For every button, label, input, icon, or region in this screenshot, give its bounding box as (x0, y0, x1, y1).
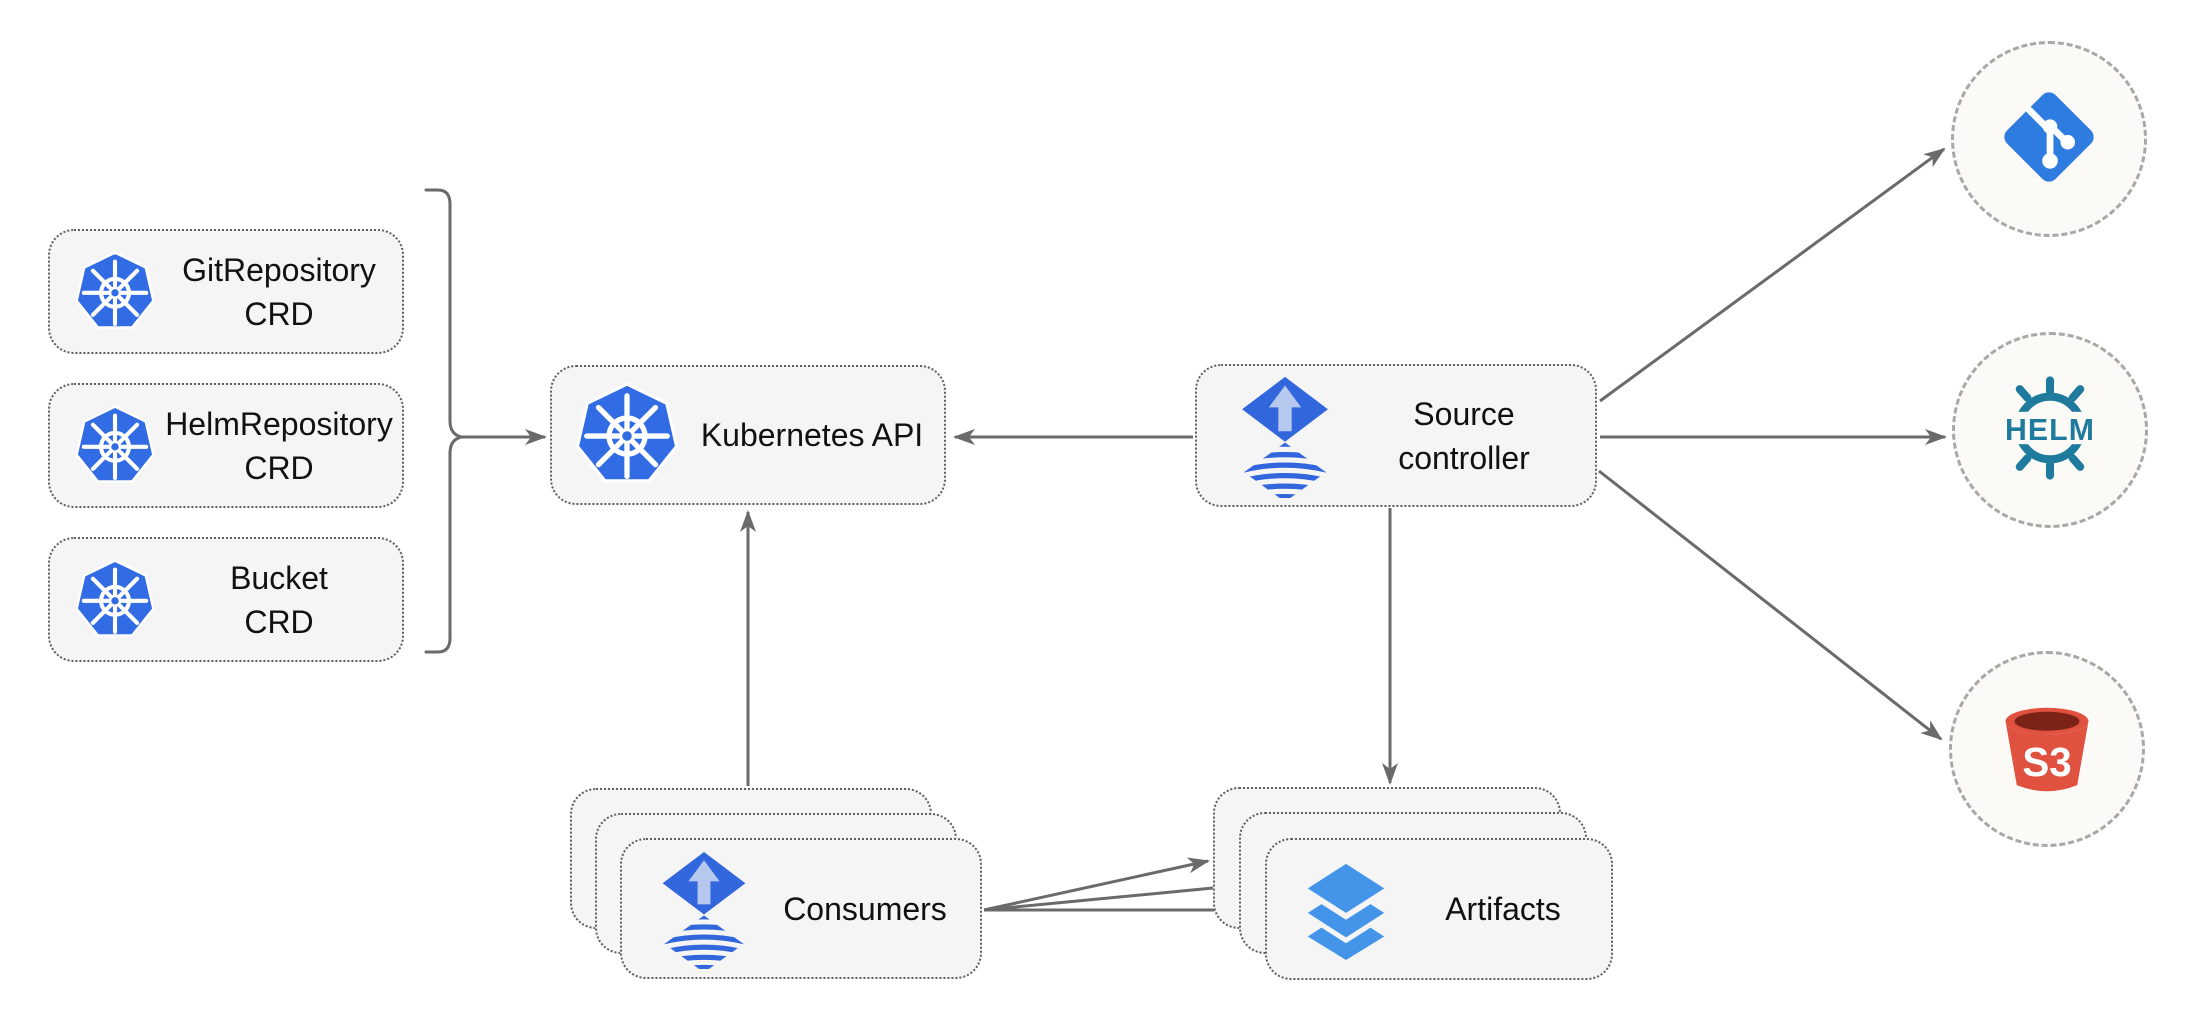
endpoint-s3: S3 (1949, 651, 2145, 847)
node-label: HelmRepository CRD (156, 402, 402, 490)
node-helmrepository-crd: HelmRepository CRD (48, 383, 404, 508)
node-label: Consumers (783, 890, 947, 927)
node-label-line2: CRD (244, 449, 314, 486)
edge-consumers-to-artifacts-back (983, 857, 1210, 912)
kubernetes-icon (74, 558, 156, 641)
kubernetes-icon (74, 250, 156, 333)
node-label-line1: Bucket (230, 559, 328, 596)
flux-icon (658, 849, 750, 969)
layers-icon (1297, 858, 1395, 960)
node-artifacts: Artifacts (1265, 838, 1613, 980)
node-source-controller: Source controller (1195, 364, 1597, 507)
node-label-line2: CRD (244, 295, 314, 332)
git-icon (1997, 85, 2101, 194)
endpoint-helm: HELM (1952, 332, 2148, 528)
node-label: Bucket CRD (156, 556, 402, 644)
helm-logo-text: HELM (2005, 413, 2095, 446)
kubernetes-icon (574, 382, 680, 488)
node-label-line1: HelmRepository (165, 405, 393, 442)
s3-icon: S3 (1991, 691, 2103, 808)
flux-icon (1237, 374, 1333, 498)
edge-source-to-git (1599, 147, 1946, 403)
s3-logo-text: S3 (2022, 739, 2071, 785)
node-label-line1: Source (1413, 395, 1515, 432)
endpoint-git (1951, 41, 2147, 237)
kubernetes-icon (74, 404, 156, 487)
node-label-line2: CRD (244, 603, 314, 640)
edge-source-to-s3 (1598, 469, 1943, 741)
node-gitrepository-crd: GitRepository CRD (48, 229, 404, 354)
node-label: Kubernetes API (700, 417, 924, 453)
node-consumers: Consumers (620, 838, 982, 979)
node-label-line1: GitRepository (182, 251, 376, 288)
node-label-line2: controller (1398, 439, 1530, 476)
helm-icon: HELM (1996, 374, 2104, 487)
node-bucket-crd: Bucket CRD (48, 537, 404, 662)
node-label: Artifacts (1445, 891, 1561, 927)
node-label: GitRepository CRD (156, 248, 402, 336)
node-kubernetes-api: Kubernetes API (550, 365, 946, 505)
node-label: Source controller (1333, 392, 1595, 480)
crd-group-bracket (424, 188, 467, 654)
edge-consumers-to-artifacts-mid (983, 879, 1236, 912)
